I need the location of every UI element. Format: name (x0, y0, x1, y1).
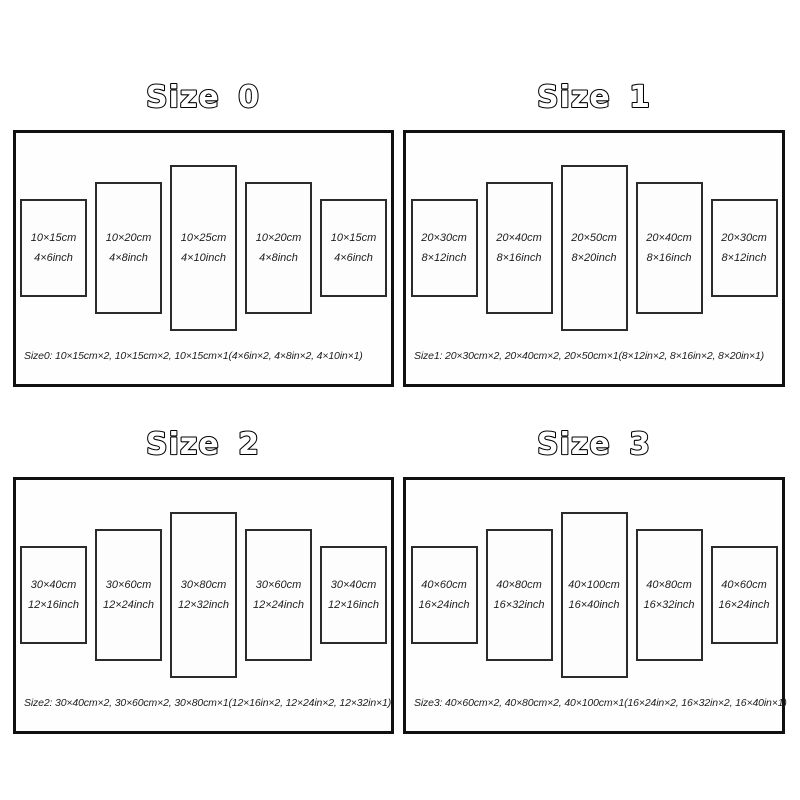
canvas-panel: 40×60cm 16×24inch (410, 546, 478, 644)
canvas-panel: 40×80cm 16×32inch (635, 529, 703, 661)
size-summary: Size3: 40×60cm×2, 40×80cm×2, 40×100cm×1(… (414, 697, 787, 709)
panel-size-inch: 12×16inch (27, 598, 80, 611)
size-title-bubble-art: Size 2 (145, 426, 260, 461)
canvas-panel: 40×100cm 16×40inch (560, 512, 628, 678)
canvas-panel: 10×15cm 4×6inch (20, 199, 87, 297)
panel-size-inch: 8×16inch (496, 251, 542, 264)
canvas-panel: 10×15cm 4×6inch (320, 199, 387, 297)
canvas-panel: 10×20cm 4×8inch (245, 182, 312, 314)
panel-size-cm: 10×20cm (105, 231, 152, 244)
size-title: Size 2 (13, 425, 394, 461)
panel-size-cm: 10×25cm (180, 231, 227, 244)
canvas-layout-box: 30×40cm 12×16inch 30×60cm 12×24inch 30×8… (13, 477, 394, 734)
panel-size-cm: 40×60cm (421, 578, 467, 591)
canvas-panel: 30×40cm 12×16inch (320, 546, 387, 644)
panel-size-inch: 16×32inch (643, 598, 695, 611)
panel-size-cm: 30×60cm (255, 578, 302, 591)
canvas-panel: 20×30cm 8×12inch (710, 199, 778, 297)
panel-size-inch: 8×20inch (571, 251, 617, 264)
panel-size-inch: 12×32inch (177, 598, 230, 611)
size-summary: Size0: 10×15cm×2, 10×15cm×2, 10×15cm×1(4… (24, 350, 363, 362)
panel-size-inch: 16×40inch (568, 598, 620, 611)
canvas-panel: 20×40cm 8×16inch (485, 182, 553, 314)
panel-size-inch: 12×24inch (102, 598, 155, 611)
size-chart-section-0: Size 0 10×15cm 4×6inch 10×20cm 4×8inch 1… (13, 78, 394, 387)
canvas-layout-box: 20×30cm 8×12inch 20×40cm 8×16inch 20×50c… (403, 130, 785, 387)
size-title: Size 3 (403, 425, 785, 461)
panel-size-cm: 20×30cm (421, 231, 467, 244)
panel-size-cm: 30×40cm (330, 578, 377, 591)
canvas-panel: 40×80cm 16×32inch (485, 529, 553, 661)
size-summary: Size1: 20×30cm×2, 20×40cm×2, 20×50cm×1(8… (414, 350, 764, 362)
panel-size-inch: 16×24inch (418, 598, 470, 611)
panel-size-inch: 16×32inch (493, 598, 545, 611)
canvas-layout-box: 10×15cm 4×6inch 10×20cm 4×8inch 10×25cm … (13, 130, 394, 387)
canvas-panel: 30×60cm 12×24inch (95, 529, 162, 661)
panel-size-inch: 8×16inch (646, 251, 692, 264)
canvas-panel: 10×20cm 4×8inch (95, 182, 162, 314)
canvas-panel: 20×40cm 8×16inch (635, 182, 703, 314)
panel-size-inch: 16×24inch (718, 598, 770, 611)
canvas-panel: 10×25cm 4×10inch (170, 165, 237, 331)
panel-size-inch: 12×24inch (252, 598, 305, 611)
canvas-panel: 30×80cm 12×32inch (170, 512, 237, 678)
size-title-bubble-art: Size 3 (536, 426, 651, 461)
panel-size-cm: 30×60cm (105, 578, 152, 591)
size-title: Size 0 (13, 78, 394, 114)
panel-size-cm: 20×40cm (646, 231, 692, 244)
size-title-text: Size 3 (537, 427, 651, 461)
panel-size-inch: 4×6inch (34, 251, 73, 264)
panel-size-cm: 40×80cm (496, 578, 542, 591)
size-title-bubble-art: Size 0 (145, 79, 260, 114)
panel-size-inch: 4×8inch (109, 251, 148, 264)
panel-row: 30×40cm 12×16inch 30×60cm 12×24inch 30×8… (16, 495, 391, 695)
canvas-layout-box: 40×60cm 16×24inch 40×80cm 16×32inch 40×1… (403, 477, 787, 734)
size-title-text: Size 0 (146, 80, 260, 114)
panel-size-cm: 20×40cm (496, 231, 542, 244)
size-summary: Size2: 30×40cm×2, 30×60cm×2, 30×80cm×1(1… (24, 697, 392, 709)
panel-size-cm: 40×60cm (721, 578, 767, 591)
panel-size-inch: 12×16inch (327, 598, 380, 611)
panel-size-cm: 20×30cm (721, 231, 767, 244)
panel-size-inch: 4×8inch (259, 251, 298, 264)
canvas-panel: 20×30cm 8×12inch (410, 199, 478, 297)
size-chart-section-3: Size 3 40×60cm 16×24inch 40×80cm 16×32in… (403, 425, 787, 734)
panel-size-inch: 8×12inch (421, 251, 467, 264)
panel-size-cm: 10×15cm (330, 231, 377, 244)
canvas-panel: 40×60cm 16×24inch (710, 546, 778, 644)
panel-size-cm: 40×80cm (646, 578, 692, 591)
canvas-panel: 30×40cm 12×16inch (20, 546, 87, 644)
panel-size-inch: 4×10inch (181, 251, 226, 264)
panel-size-cm: 40×100cm (568, 578, 620, 591)
size-title-text: Size 2 (146, 427, 260, 461)
size-chart-section-2: Size 2 30×40cm 12×16inch 30×60cm 12×24in… (13, 425, 394, 734)
panel-size-cm: 20×50cm (571, 231, 617, 244)
size-title: Size 1 (403, 78, 785, 114)
panel-size-inch: 4×6inch (334, 251, 373, 264)
panel-row: 20×30cm 8×12inch 20×40cm 8×16inch 20×50c… (406, 148, 782, 348)
size-title-bubble-art: Size 1 (536, 79, 651, 114)
panel-size-cm: 30×40cm (30, 578, 77, 591)
panel-size-cm: 10×15cm (30, 231, 77, 244)
panel-size-inch: 8×12inch (721, 251, 767, 264)
panel-row: 10×15cm 4×6inch 10×20cm 4×8inch 10×25cm … (16, 148, 391, 348)
panel-size-cm: 10×20cm (255, 231, 302, 244)
canvas-panel: 20×50cm 8×20inch (560, 165, 628, 331)
size-title-text: Size 1 (537, 80, 651, 114)
size-chart-section-1: Size 1 20×30cm 8×12inch 20×40cm 8×16inch… (403, 78, 785, 387)
canvas-panel: 30×60cm 12×24inch (245, 529, 312, 661)
panel-size-cm: 30×80cm (180, 578, 227, 591)
panel-row: 40×60cm 16×24inch 40×80cm 16×32inch 40×1… (406, 495, 782, 695)
